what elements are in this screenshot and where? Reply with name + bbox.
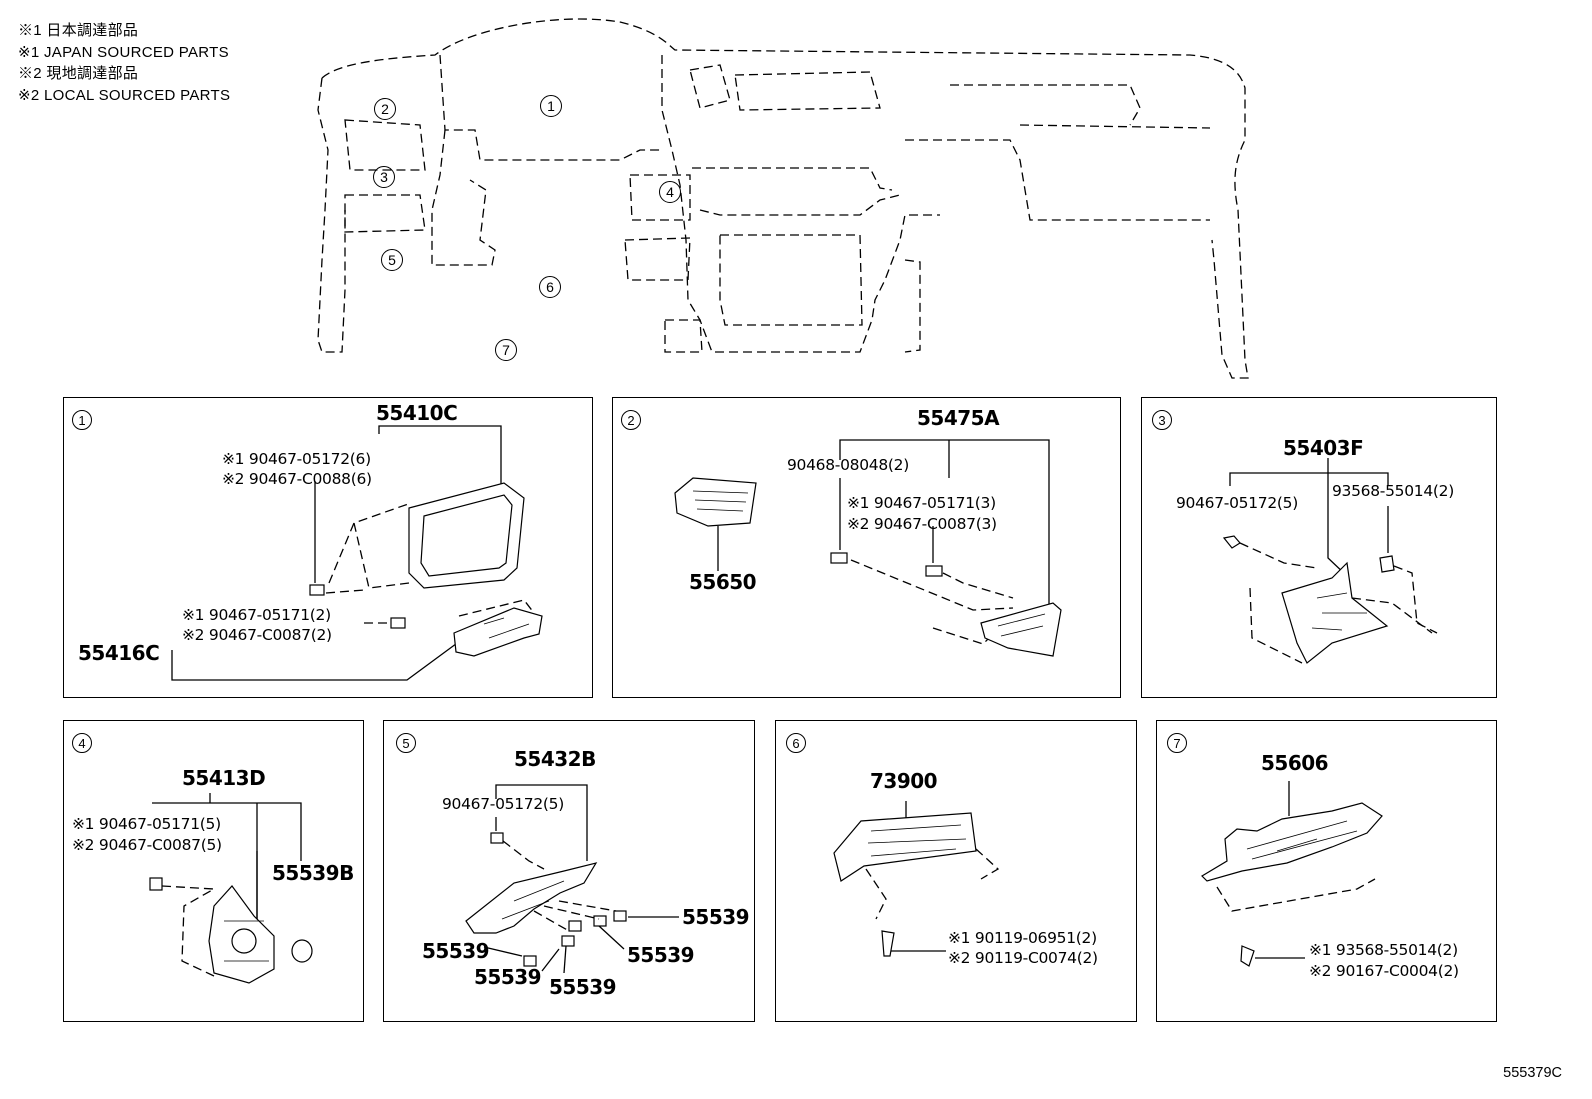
panel-7-drawing — [1201, 781, 1383, 967]
panel-number: 1 — [72, 410, 92, 430]
panel-1: 1 55410C ※1 90467-05172(6) ※2 90467-C008… — [63, 397, 593, 698]
part-number-main: 55403F — [1283, 436, 1364, 460]
part-note-1: ※1 90467-05172(6) — [222, 450, 371, 468]
panel-5: 5 55432B 90467-05172(5) 55539 55539 5553… — [383, 720, 755, 1022]
clip-55539-bottom-left: 55539 — [474, 965, 542, 989]
clip-55539-bottom: 55539 — [549, 975, 617, 999]
panel-2-drawing — [674, 439, 1062, 657]
panel-number: 4 — [72, 733, 92, 753]
panel-6-drawing — [833, 801, 1000, 957]
clip-55539-right: 55539 — [682, 905, 750, 929]
clip-part-number: 90467-05172(5) — [1176, 494, 1298, 512]
legend-line-2: ※1 JAPAN SOURCED PARTS — [18, 43, 229, 61]
overview-callout-1: 1 — [540, 95, 562, 117]
panel-4: 4 55413D ※1 90467-05171(5) ※2 90467-C008… — [63, 720, 364, 1022]
overview-callout-3: 3 — [373, 166, 395, 188]
part-note-2: ※2 90467-C0088(6) — [222, 470, 372, 488]
part-note-2: ※2 90119-C0074(2) — [948, 949, 1098, 967]
clip-part-number: 90467-05172(5) — [442, 795, 564, 813]
part-number-sub: 55416C — [78, 641, 160, 665]
overview-callout-6: 6 — [539, 276, 561, 298]
clip-55539-mid-right: 55539 — [627, 943, 695, 967]
overview-callout-4: 4 — [659, 181, 681, 203]
panel-number: 3 — [1152, 410, 1172, 430]
vent-part-number: 55650 — [689, 570, 757, 594]
part-number-main: 73900 — [870, 769, 938, 793]
overview-callout-2: 2 — [374, 98, 396, 120]
part-note-2: ※2 90467-C0087(5) — [72, 836, 222, 854]
panel-3: 3 55403F 90467-05172(5) 93568-55014(2) — [1141, 397, 1497, 698]
legend-line-3: ※2 現地調達部品 — [18, 65, 139, 82]
panel-1-drawing — [171, 425, 543, 681]
part-note-2: ※2 90467-C0087(3) — [847, 515, 997, 533]
panel-6: 6 73900 ※1 90119-06951(2) ※2 90119-C0074… — [775, 720, 1137, 1022]
clip-55539-left: 55539 — [422, 939, 490, 963]
overview-callout-7: 7 — [495, 339, 517, 361]
legend-line-4: ※2 LOCAL SOURCED PARTS — [18, 86, 231, 104]
part-number-main: 55606 — [1261, 751, 1329, 775]
part-note-1: ※1 90119-06951(2) — [948, 929, 1097, 947]
part-note-1: ※1 90467-05171(3) — [847, 494, 996, 512]
panel-7: 7 55606 ※1 93568-55014(2) ※2 90167-C0004… — [1156, 720, 1497, 1022]
panel-3-drawing — [1222, 458, 1438, 664]
part-number-main: 55432B — [514, 747, 596, 771]
part-number-main: 55475A — [917, 406, 1000, 430]
part-note-1: ※1 93568-55014(2) — [1309, 941, 1458, 959]
part-note-2: ※2 90167-C0004(2) — [1309, 962, 1459, 980]
legend: ※1 日本調達部品 ※1 JAPAN SOURCED PARTS ※2 現地調達… — [18, 20, 230, 106]
part-note-4: ※2 90467-C0087(2) — [182, 626, 332, 644]
panel-number: 5 — [396, 733, 416, 753]
panel-number: 2 — [621, 410, 641, 430]
clip-part-number: 90468-08048(2) — [787, 456, 909, 474]
part-number-main: 55413D — [182, 766, 266, 790]
part-note-3: ※1 90467-05171(2) — [182, 606, 331, 624]
screw-part-number: 93568-55014(2) — [1332, 482, 1454, 500]
panel-5-drawing — [465, 784, 679, 974]
panel-number: 6 — [786, 733, 806, 753]
panel-4-drawing — [149, 793, 313, 984]
panel-2: 2 55475A 90468-08048(2) ※1 90467-05171(3… — [612, 397, 1121, 698]
panel-number: 7 — [1167, 733, 1187, 753]
legend-line-1: ※1 日本調達部品 — [18, 22, 139, 39]
cap-part-number: 55539B — [272, 861, 354, 885]
overview-callout-5: 5 — [381, 249, 403, 271]
part-number-main: 55410C — [376, 401, 458, 425]
diagram-reference-code: 555379C — [1503, 1065, 1562, 1081]
part-note-1: ※1 90467-05171(5) — [72, 815, 221, 833]
